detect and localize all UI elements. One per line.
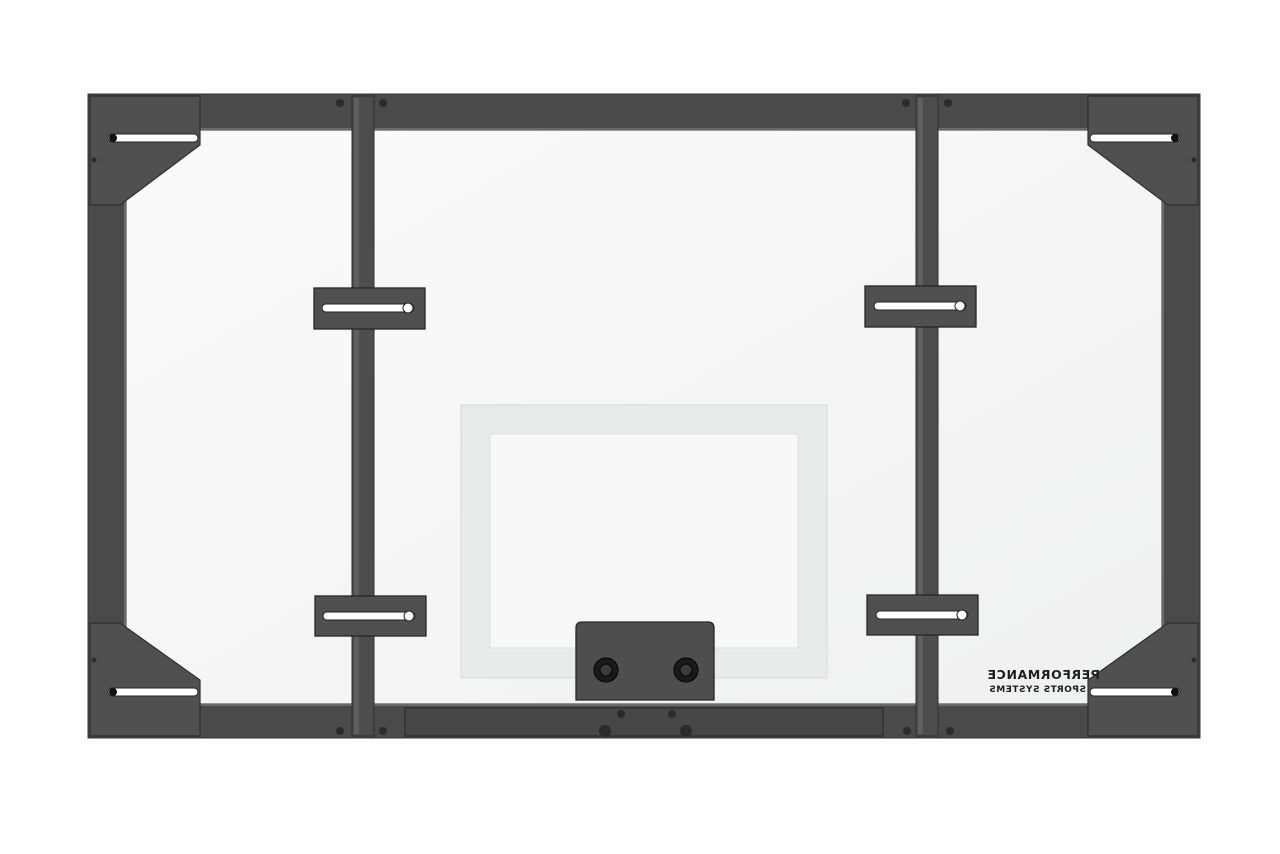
frame-highlights <box>124 128 1164 706</box>
brand-line-sports-systems: SPORTS SYSTEMS <box>988 684 1086 695</box>
mounting-slot-holes <box>402 300 968 622</box>
rim-mount-lower-nuts <box>599 710 692 737</box>
corner-bracket-top-left <box>89 95 201 206</box>
brand-line-performance: PERFORMANCE <box>986 667 1100 682</box>
corner-slot-ends <box>109 134 1179 696</box>
corner-bracket-bottom-right <box>1087 622 1199 737</box>
corner-slots <box>107 133 1181 697</box>
vertical-bar-shading <box>354 98 923 734</box>
corner-bracket-top-right <box>1087 95 1199 206</box>
rim-mount-base <box>404 707 884 737</box>
frame-top-rail <box>87 93 1201 131</box>
corner-brackets <box>89 95 1199 737</box>
rim-mount-bolt-right <box>673 657 699 683</box>
corner-bracket-bottom-left <box>89 622 201 737</box>
brand-mark: PERFORMANCE SPORTS SYSTEMS <box>958 667 1100 695</box>
rim-mount <box>404 621 884 737</box>
rim-mount-bolt-left <box>593 657 619 683</box>
mounting-slots <box>321 301 969 621</box>
frame-bolts <box>91 99 1197 735</box>
